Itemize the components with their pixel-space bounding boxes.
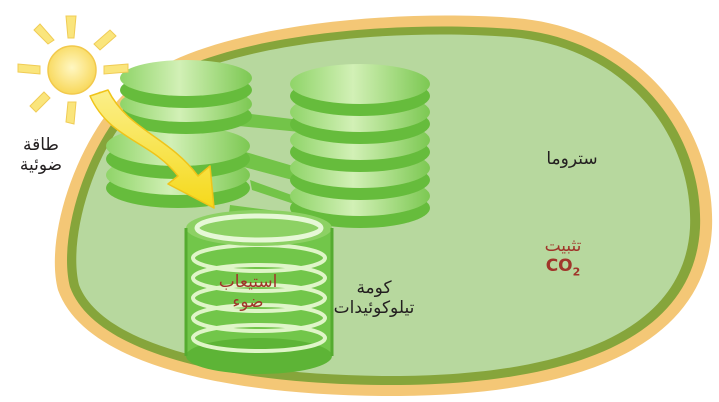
co2-formula-text: CO [546, 256, 573, 276]
granum-back-right [290, 64, 430, 228]
co2-subscript: 2 [573, 266, 581, 279]
co2-fixation-label: تثبيت CO2 [528, 236, 598, 279]
light-absorption-label: استيعاب ضوء [210, 272, 286, 313]
thylakoid-granum-label: كومة تيلوكوئيدات [324, 278, 424, 319]
stroma-label: ستروما [532, 149, 612, 169]
co2-formula: CO2 [528, 256, 598, 279]
co2-fixation-title: تثبيت [528, 236, 598, 256]
light-energy-label: طاقة ضوئية [18, 135, 64, 176]
